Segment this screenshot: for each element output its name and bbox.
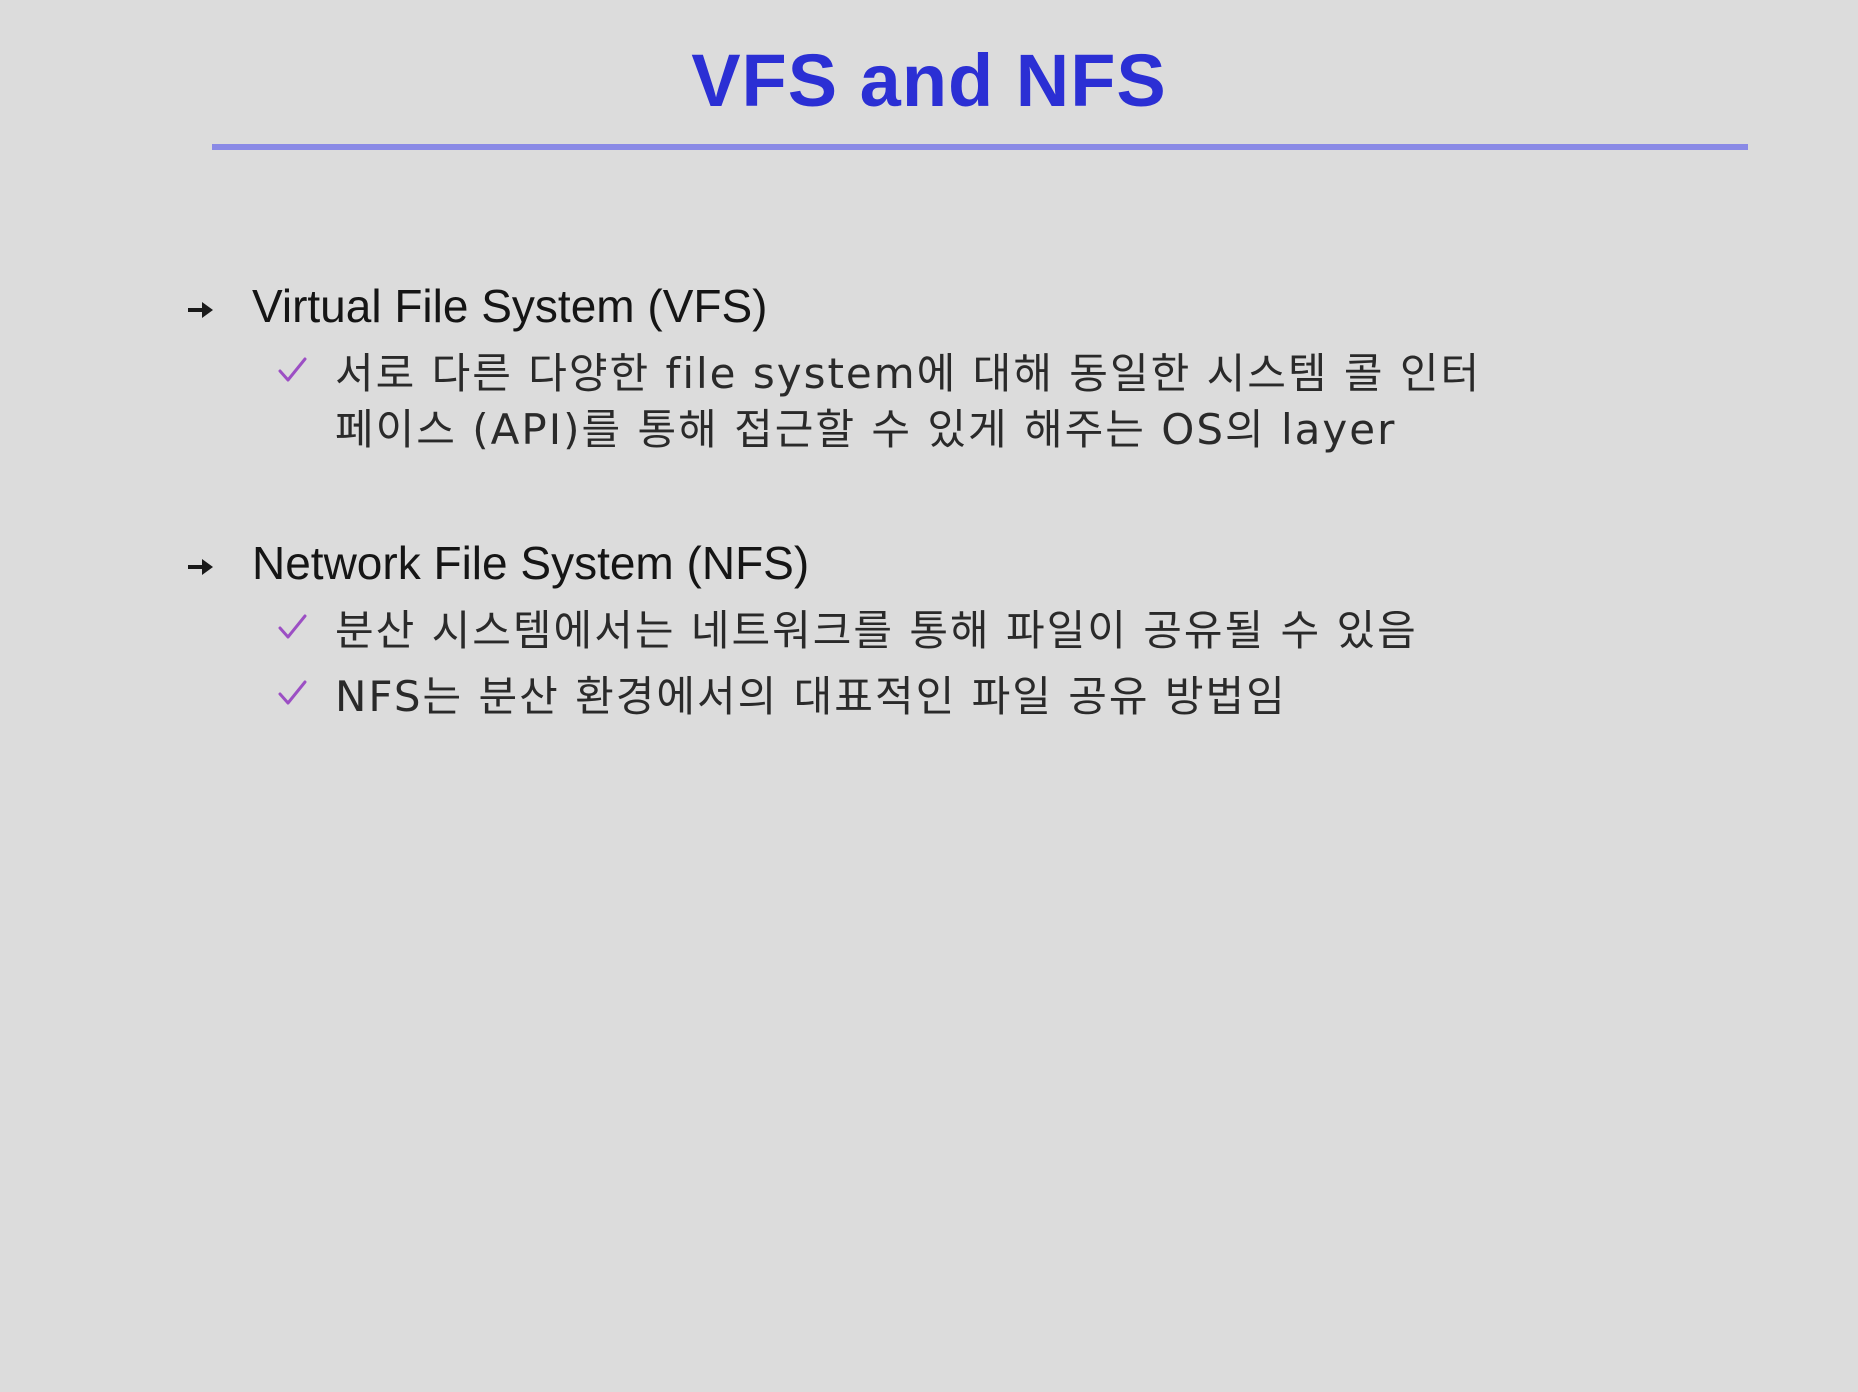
section-vfs: Virtual File System (VFS) 서로 다른 다양한 file… xyxy=(180,278,1680,468)
title-underline xyxy=(212,144,1748,150)
arrow-bullet-icon xyxy=(188,559,213,575)
arrow-bullet-icon xyxy=(188,302,213,318)
sub-list-nfs: 분산 시스템에서는 네트워크를 통해 파일이 공유될 수 있음 NFS는 분산 … xyxy=(180,603,1680,725)
sub-item-text: 분산 시스템에서는 네트워크를 통해 파일이 공유될 수 있음 xyxy=(335,606,1418,655)
sub-item-line-1: 서로 다른 다양한 file system에 대해 동일한 시스템 콜 인터 xyxy=(335,349,1482,398)
bullet-heading-vfs: Virtual File System (VFS) xyxy=(252,280,768,332)
sub-item-vfs-definition: 서로 다른 다양한 file system에 대해 동일한 시스템 콜 인터 페… xyxy=(180,346,1680,458)
sub-item-nfs-method: NFS는 분산 환경에서의 대표적인 파일 공유 방법임 xyxy=(180,669,1680,725)
sub-item-nfs-sharing: 분산 시스템에서는 네트워크를 통해 파일이 공유될 수 있음 xyxy=(180,603,1680,659)
bullet-nfs: Network File System (NFS) xyxy=(180,535,1680,591)
sub-item-text: NFS는 분산 환경에서의 대표적인 파일 공유 방법임 xyxy=(335,672,1287,721)
bullet-heading-nfs: Network File System (NFS) xyxy=(252,537,810,589)
checkmark-icon xyxy=(278,357,307,382)
checkmark-icon xyxy=(278,680,307,705)
slide-title: VFS and NFS xyxy=(691,39,1167,122)
bullet-vfs: Virtual File System (VFS) xyxy=(180,278,1680,334)
sub-item-text: 서로 다른 다양한 file system에 대해 동일한 시스템 콜 인터 페… xyxy=(335,346,1735,458)
checkmark-icon xyxy=(278,614,307,639)
sub-list-vfs: 서로 다른 다양한 file system에 대해 동일한 시스템 콜 인터 페… xyxy=(180,346,1680,458)
section-nfs: Network File System (NFS) 분산 시스템에서는 네트워크… xyxy=(180,535,1680,735)
sub-item-line-2: 페이스 (API)를 통해 접근할 수 있게 해주는 OS의 layer xyxy=(335,405,1397,454)
